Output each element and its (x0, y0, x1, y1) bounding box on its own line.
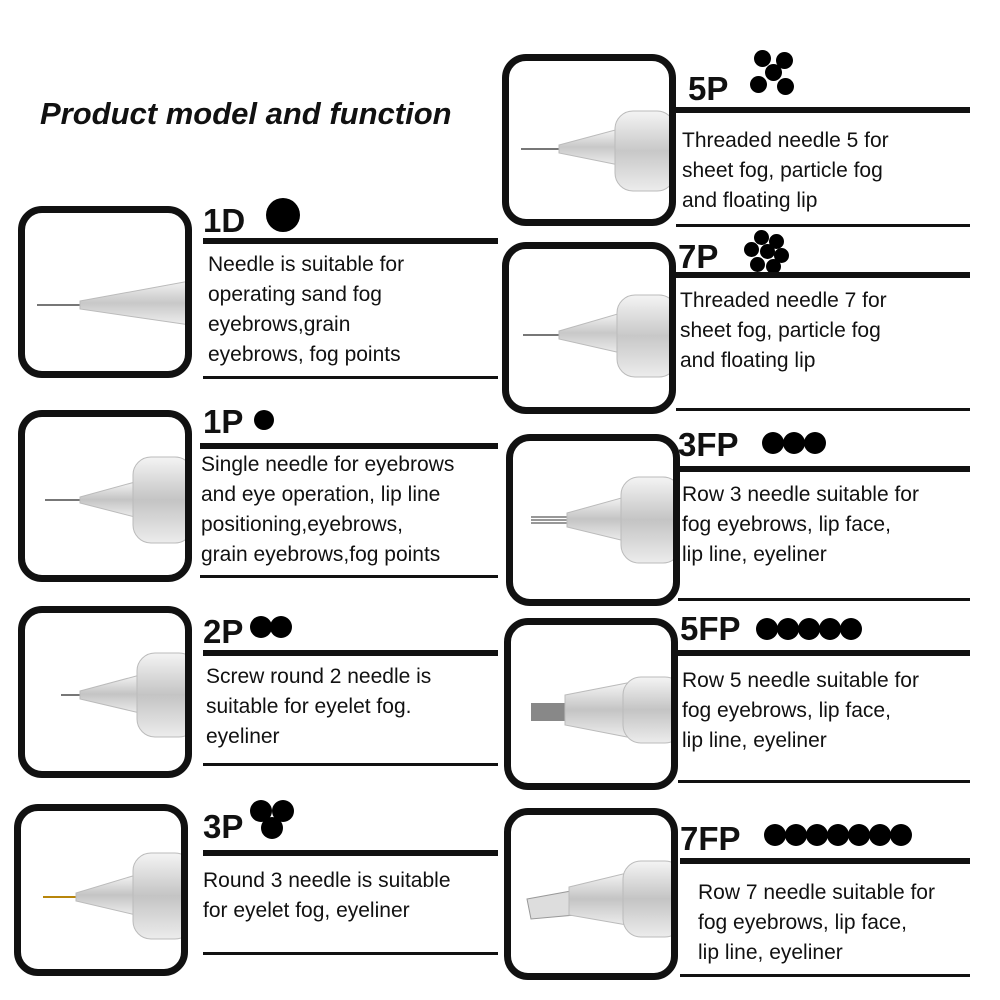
model-code: 5P (688, 70, 729, 107)
needle-image (14, 804, 188, 976)
divider (203, 650, 498, 656)
divider (200, 443, 498, 449)
needle-image (502, 54, 676, 226)
divider (203, 376, 498, 379)
needle-image (18, 410, 192, 582)
model-code: 1D (203, 202, 246, 239)
needle-image (502, 242, 676, 414)
needle-image (504, 808, 678, 980)
divider (200, 575, 498, 578)
divider (680, 858, 970, 864)
model-code: 5FP (680, 610, 741, 647)
model-code: 2P (203, 613, 244, 650)
divider (680, 974, 970, 977)
needle-image (506, 434, 680, 606)
divider (203, 238, 498, 244)
divider (678, 780, 970, 783)
page-title: Product model and function (40, 96, 452, 131)
needle-image (504, 618, 678, 790)
divider (203, 850, 498, 856)
needle-image (18, 206, 192, 378)
model-code: 7P (678, 238, 719, 275)
model-code: 3FP (678, 426, 739, 463)
divider (676, 107, 970, 113)
divider (203, 952, 498, 955)
needle-image (18, 606, 192, 778)
divider (676, 408, 970, 411)
model-code: 7FP (680, 820, 741, 857)
model-code: 3P (203, 808, 244, 845)
divider (203, 763, 498, 766)
divider (676, 224, 970, 227)
divider (678, 598, 970, 601)
divider (678, 650, 970, 656)
model-code: 1P (203, 403, 244, 440)
divider (676, 272, 970, 278)
divider (678, 466, 970, 472)
